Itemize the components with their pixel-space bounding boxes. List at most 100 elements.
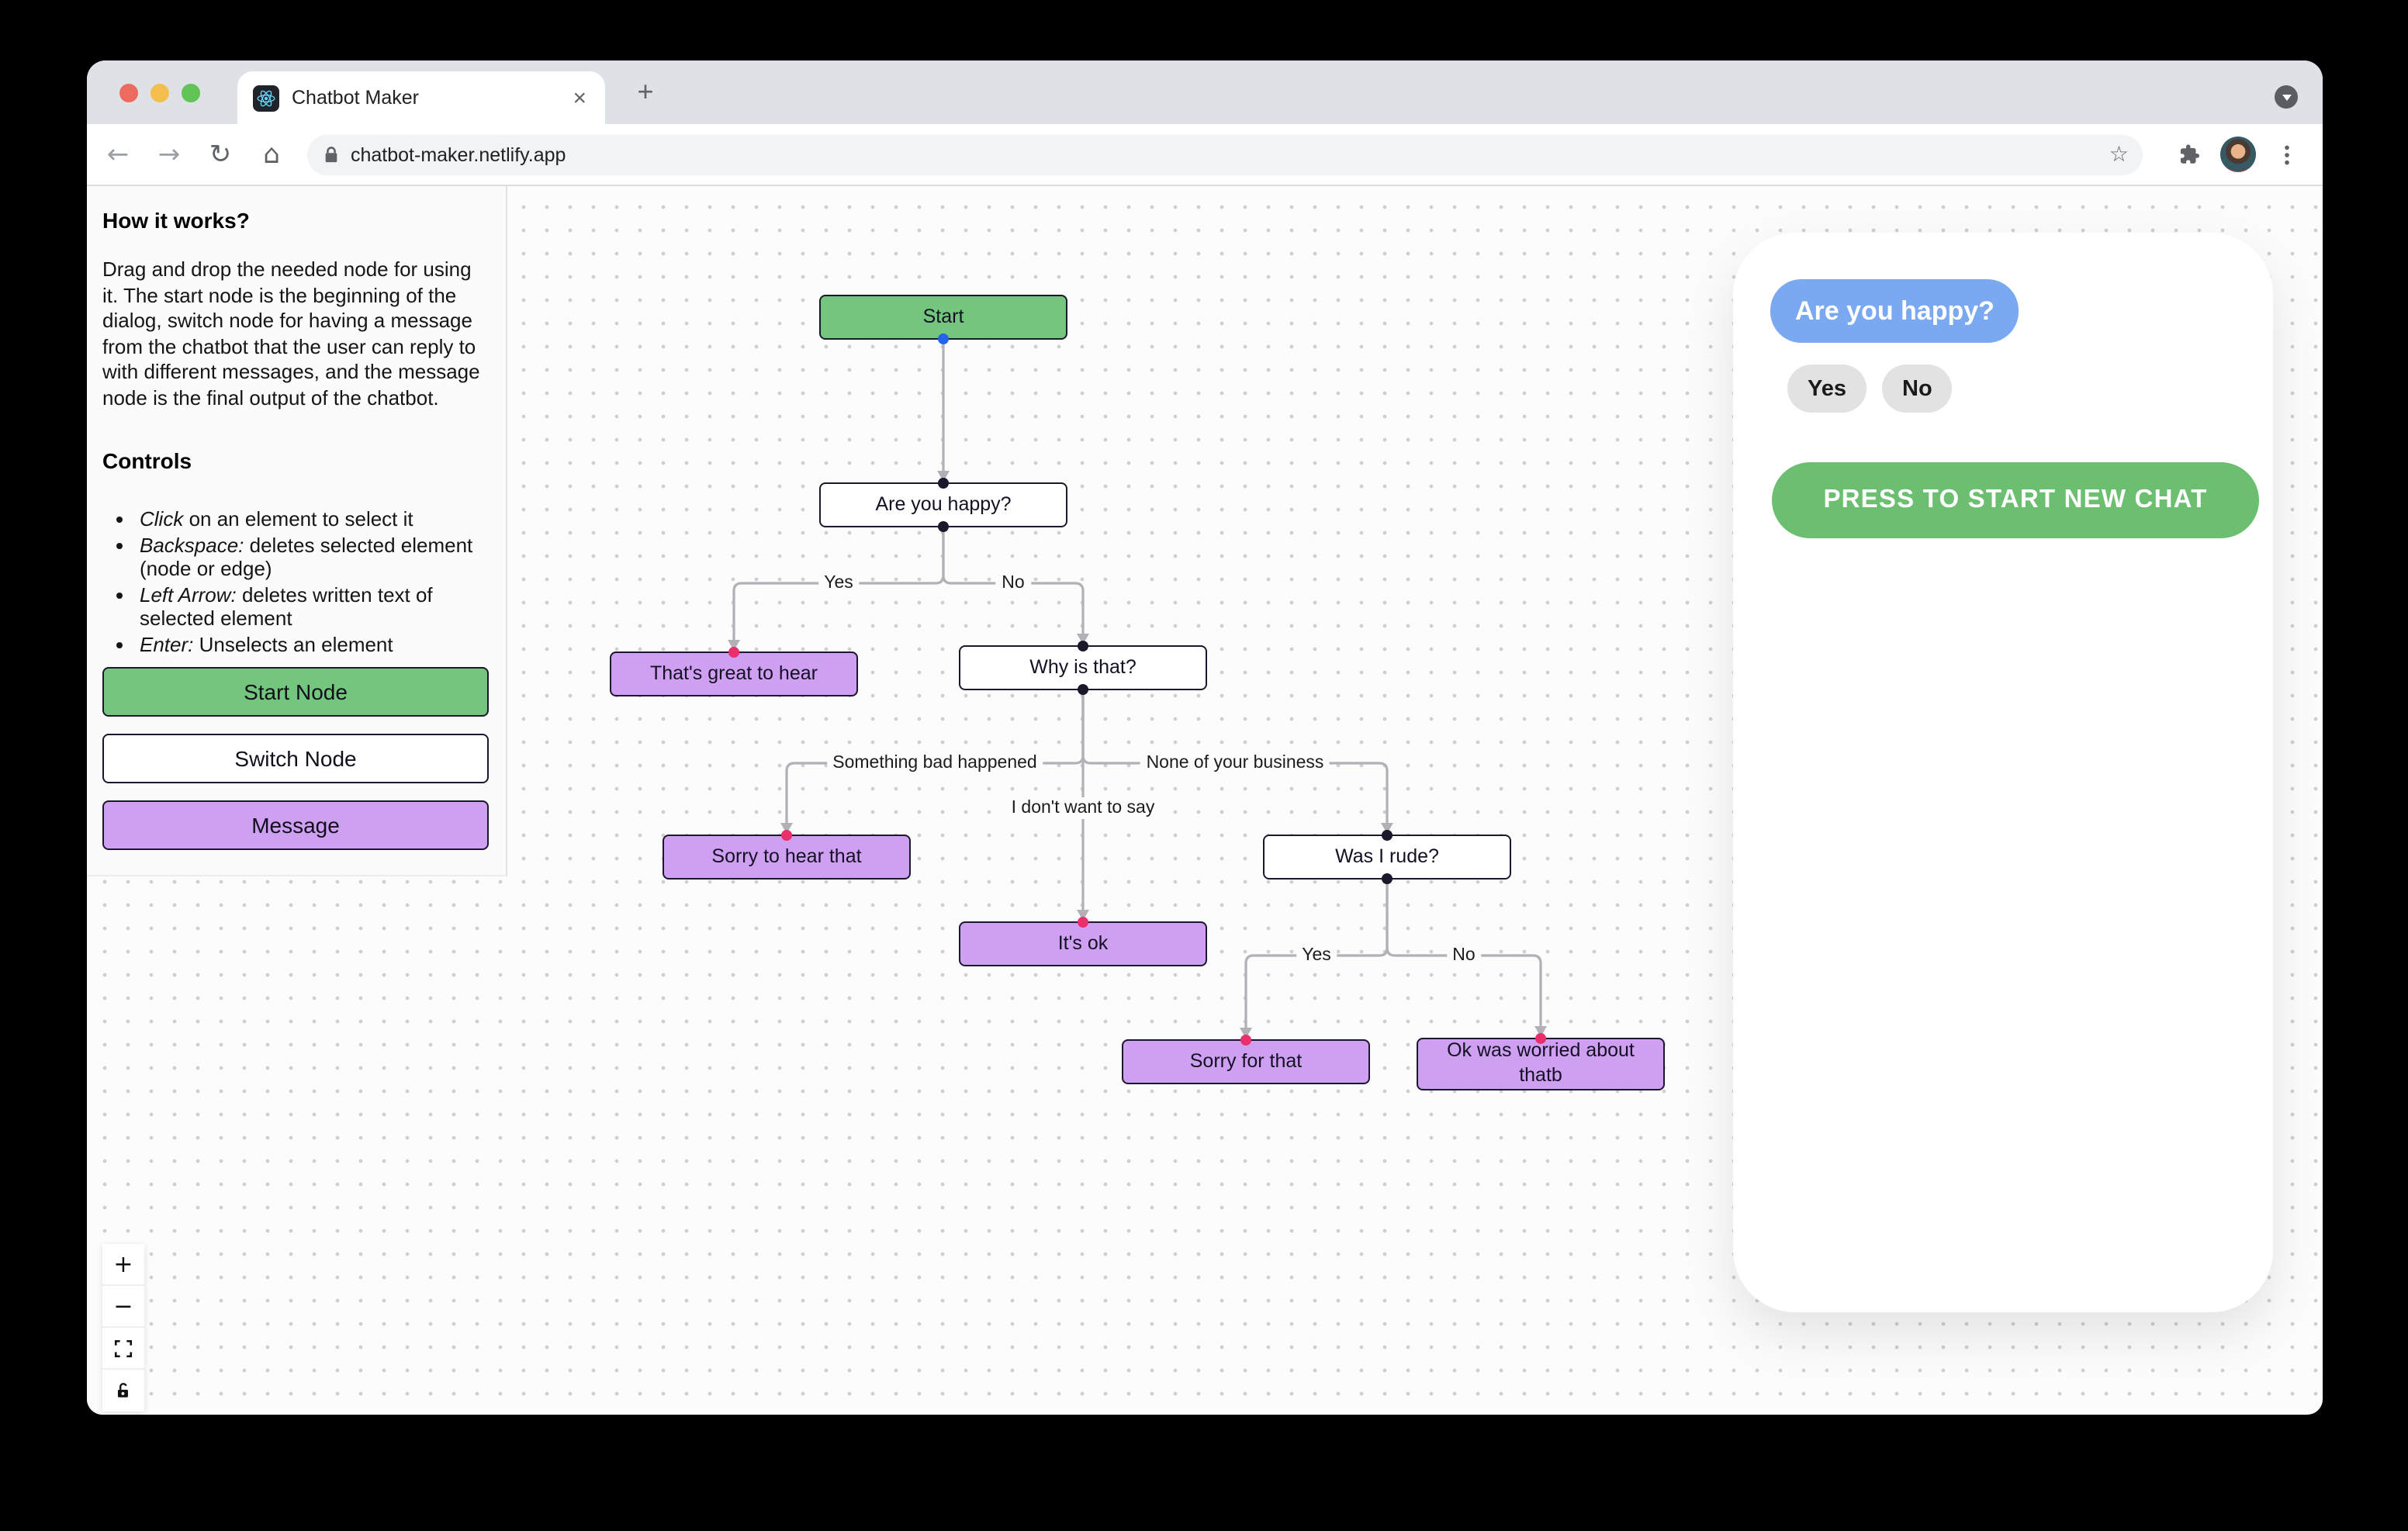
node-handle-top[interactable] — [938, 478, 949, 489]
toggle-interactivity-button[interactable] — [102, 1370, 144, 1412]
url-text: chatbot-maker.netlify.app — [351, 143, 566, 165]
extensions-icon[interactable] — [2171, 136, 2208, 173]
unlock-icon — [117, 1383, 128, 1398]
node-label: Why is that? — [1029, 655, 1137, 678]
palette-message-node-button[interactable]: Message — [102, 800, 489, 850]
tab-chatbot-maker[interactable]: Chatbot Maker × — [237, 71, 605, 124]
forward-button[interactable]: → — [157, 139, 181, 170]
controls-heading: Controls — [102, 448, 192, 473]
control-key: Left Arrow: — [140, 582, 237, 607]
edge-arrowhead-icon — [937, 471, 950, 482]
edge-label[interactable]: Yes — [818, 572, 860, 594]
zoom-in-icon: + — [113, 1250, 133, 1278]
node-handle-top[interactable] — [1078, 641, 1088, 651]
tab-close-icon[interactable]: × — [573, 85, 586, 111]
edge-arrowhead-icon — [1381, 823, 1393, 834]
url-bar[interactable]: chatbot-maker.netlify.app ☆ — [307, 134, 2143, 175]
control-description: deletes selected element (node or edge) — [140, 533, 473, 581]
browser-window: Chatbot Maker × + ← → ↻ ⌂ chatbot-maker.… — [87, 60, 2323, 1415]
fullscreen-window-button[interactable] — [182, 84, 200, 102]
node-label: Was I rude? — [1335, 845, 1439, 867]
fit-view-button[interactable] — [102, 1328, 144, 1370]
node-handle-bottom[interactable] — [1382, 873, 1393, 884]
tab-title: Chatbot Maker — [292, 87, 419, 109]
fit-view-icon — [114, 1339, 133, 1357]
control-key: Enter: — [140, 632, 194, 656]
edge-arrowhead-icon — [1534, 1026, 1547, 1037]
node-handle-top[interactable] — [1078, 917, 1088, 928]
node-label: Start — [922, 305, 964, 327]
browser-toolbar: ← → ↻ ⌂ chatbot-maker.netlify.app ☆ — [87, 124, 2323, 186]
bookmark-star-icon[interactable]: ☆ — [2109, 142, 2129, 167]
flow-node-m4[interactable]: Sorry for that — [1122, 1035, 1370, 1084]
avatar[interactable] — [2220, 137, 2256, 172]
flow-node-start[interactable]: Start — [819, 295, 1067, 344]
zoom-out-button[interactable]: − — [102, 1286, 144, 1328]
tab-search-button[interactable] — [2275, 85, 2298, 109]
node-handle-bottom[interactable] — [938, 334, 949, 344]
react-favicon-icon — [253, 85, 279, 111]
flow-node-m3[interactable]: It's ok — [959, 917, 1207, 966]
node-label: Ok was worried about thatb — [1447, 1039, 1635, 1086]
controls-list-item: Click on an element to select it — [140, 507, 490, 531]
chat-preview-panel: Are you happy? Yes No PRESS TO START NEW … — [1733, 233, 2273, 1312]
palette-start-node-button[interactable]: Start Node — [102, 667, 489, 717]
bot-message-bubble: Are you happy? — [1770, 279, 2019, 343]
controls-list-item: Enter: Unselects an element — [140, 633, 490, 657]
reload-button[interactable]: ↻ — [209, 139, 232, 170]
edge-arrowhead-icon — [780, 823, 793, 834]
edge-label[interactable]: Something bad happened — [826, 752, 1043, 774]
menu-icon[interactable] — [2268, 136, 2306, 173]
controls-list: Click on an element to select itBackspac… — [140, 507, 490, 657]
flow-node-m1[interactable]: That's great to hear — [610, 647, 858, 696]
edge-label[interactable]: No — [995, 572, 1031, 594]
edge-label[interactable]: No — [1446, 945, 1482, 966]
flow-node-q1[interactable]: Are you happy? — [819, 478, 1067, 532]
node-label: Sorry to hear that — [711, 845, 862, 867]
node-label: Are you happy? — [875, 492, 1012, 515]
node-handle-bottom[interactable] — [1078, 684, 1088, 695]
instructions-text: Drag and drop the needed node for using … — [102, 257, 480, 409]
restart-chat-button[interactable]: PRESS TO START NEW CHAT — [1772, 462, 2259, 538]
edge-arrowhead-icon — [1077, 910, 1089, 921]
control-key: Backspace: — [140, 533, 244, 557]
chat-reply-no[interactable]: No — [1882, 365, 1953, 413]
palette-switch-node-button[interactable]: Switch Node — [102, 734, 489, 783]
node-label: That's great to hear — [649, 662, 818, 684]
edge-arrowhead-icon — [1077, 634, 1089, 645]
chevron-down-icon — [2282, 95, 2291, 101]
zoom-in-button[interactable]: + — [102, 1244, 144, 1286]
edge-label[interactable]: I don't want to say — [1005, 797, 1161, 819]
flow-node-q2[interactable]: Why is that? — [959, 641, 1207, 695]
controls-list-item: Left Arrow: deletes written text of sele… — [140, 583, 490, 631]
close-window-button[interactable] — [119, 84, 138, 102]
reply-options: Yes No — [1787, 365, 2236, 413]
chat-reply-yes[interactable]: Yes — [1787, 365, 1867, 413]
controls-list-item: Backspace: deletes selected element (nod… — [140, 533, 490, 581]
flow-node-m5[interactable]: Ok was worried about thatb — [1417, 1033, 1665, 1090]
node-label: It's ok — [1057, 931, 1109, 954]
node-label: Sorry for that — [1189, 1049, 1303, 1072]
instructions-panel: How it works? Drag and drop the needed n… — [87, 186, 507, 876]
node-handle-top[interactable] — [1240, 1035, 1251, 1045]
canvas-controls: +− — [102, 1244, 144, 1412]
edge-arrowhead-icon — [1240, 1028, 1252, 1039]
flow-node-m2[interactable]: Sorry to hear that — [663, 830, 911, 880]
minimize-window-button[interactable] — [150, 84, 169, 102]
flow-node-q3[interactable]: Was I rude? — [1263, 830, 1511, 884]
back-button[interactable]: ← — [106, 139, 130, 170]
node-handle-top[interactable] — [781, 830, 792, 841]
home-button[interactable]: ⌂ — [263, 139, 280, 170]
node-handle-top[interactable] — [1535, 1033, 1546, 1044]
node-handle-top[interactable] — [1382, 830, 1393, 841]
node-handle-bottom[interactable] — [938, 521, 949, 532]
edge-label[interactable]: Yes — [1296, 945, 1337, 966]
node-handle-top[interactable] — [728, 647, 739, 658]
lock-icon — [325, 146, 337, 162]
edge-label[interactable]: None of your business — [1140, 752, 1330, 774]
new-tab-button[interactable]: + — [637, 75, 654, 106]
